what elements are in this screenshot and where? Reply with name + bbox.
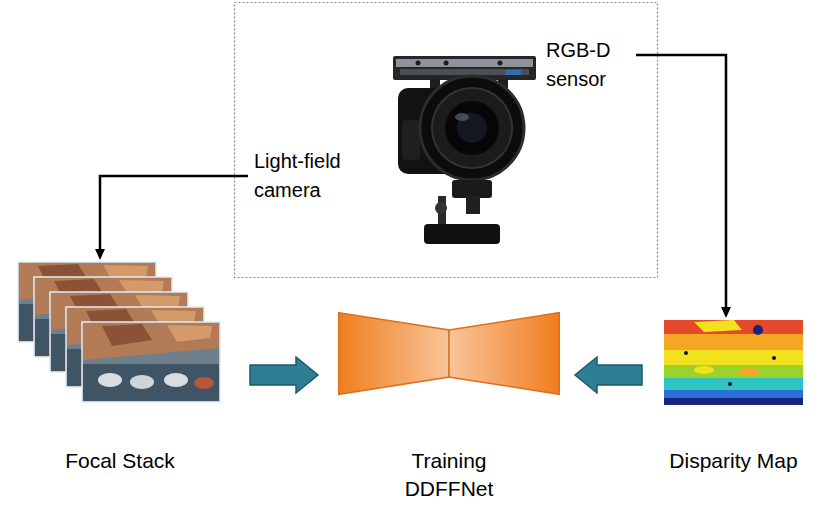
camera-rig-part: [505, 70, 521, 75]
disparity-shape-part: [664, 390, 803, 398]
disparity-shape-part: [664, 365, 803, 378]
callout-label: Light-field camera: [254, 147, 372, 205]
camera-rig-part: [445, 101, 499, 155]
camera-rig-part: [420, 76, 524, 180]
hourglass-shape: [338, 312, 560, 395]
focal-slice-part: [130, 375, 154, 389]
disparity-shape-part: [772, 356, 776, 360]
connector: [575, 357, 642, 393]
camera-rig-part: [498, 61, 503, 66]
camera-rig-part: [466, 196, 480, 214]
camera-rig-part: [432, 88, 512, 168]
arrow-head: [721, 307, 731, 318]
disparity-shape-part: [694, 320, 742, 332]
focal-slice-part: [98, 373, 122, 387]
disparity-shape-part: [664, 398, 803, 405]
disparity-shape-part: [664, 378, 803, 390]
disparity-shape-part: [753, 325, 763, 335]
arrow-head: [95, 249, 105, 260]
focal-slice-part: [83, 323, 219, 360]
disparity-shape-part: [664, 320, 803, 334]
camera-rig-part: [435, 202, 447, 214]
leader-line: [636, 55, 726, 310]
node-caption: Disparity Map: [644, 447, 824, 475]
focal-slice-part: [82, 322, 220, 402]
camera-rig-part: [424, 224, 500, 244]
node-caption: Focal Stack: [25, 447, 215, 475]
focal-slice-part: [167, 325, 212, 342]
disparity-shape-part: [664, 350, 803, 365]
focal-slice-part: [102, 324, 152, 346]
focal-slice: [82, 322, 220, 402]
focal-stack-shape: [18, 262, 222, 402]
disparity-shape-part: [738, 368, 760, 376]
node-caption: Training DDFFNet: [379, 447, 519, 503]
focal-slice-part: [83, 364, 219, 401]
camera-rig-part: [416, 61, 421, 66]
flow-arrow: [575, 357, 642, 393]
flow-arrow: [250, 357, 318, 393]
camera-rig-part: [402, 120, 420, 160]
disparity-shape-part: [694, 366, 714, 374]
camera-rig-part: [396, 59, 533, 67]
disparity-shape-part: [684, 351, 688, 355]
disparity-shape-part: [664, 334, 803, 350]
decoder-half: [449, 313, 559, 395]
callout-text: Light-field camera: [254, 147, 372, 205]
camera-rig-part: [452, 180, 492, 198]
focal-slice-part: [194, 377, 214, 389]
camera-rig-part: [455, 113, 469, 121]
connector: [636, 55, 731, 318]
setup-region: [235, 3, 658, 278]
camera-rig-part: [400, 69, 529, 75]
camera-rig-part: [444, 61, 449, 66]
disparity-map-image: Disparity Map: [664, 320, 803, 405]
focal-slice-part: [164, 373, 188, 387]
connector: [250, 357, 318, 393]
camera-rig: [393, 56, 536, 244]
callout-label: RGB-D sensor: [546, 36, 630, 94]
encoder-half: [339, 313, 449, 395]
focal-stack-image: Focal Stack: [18, 262, 222, 402]
disparity-shape: [664, 320, 803, 405]
leader-line: [100, 176, 248, 252]
network-shape: Training DDFFNet: [338, 312, 560, 395]
callout-text: RGB-D sensor: [546, 36, 630, 94]
disparity-shape-part: [728, 382, 732, 386]
connector: [95, 176, 248, 260]
